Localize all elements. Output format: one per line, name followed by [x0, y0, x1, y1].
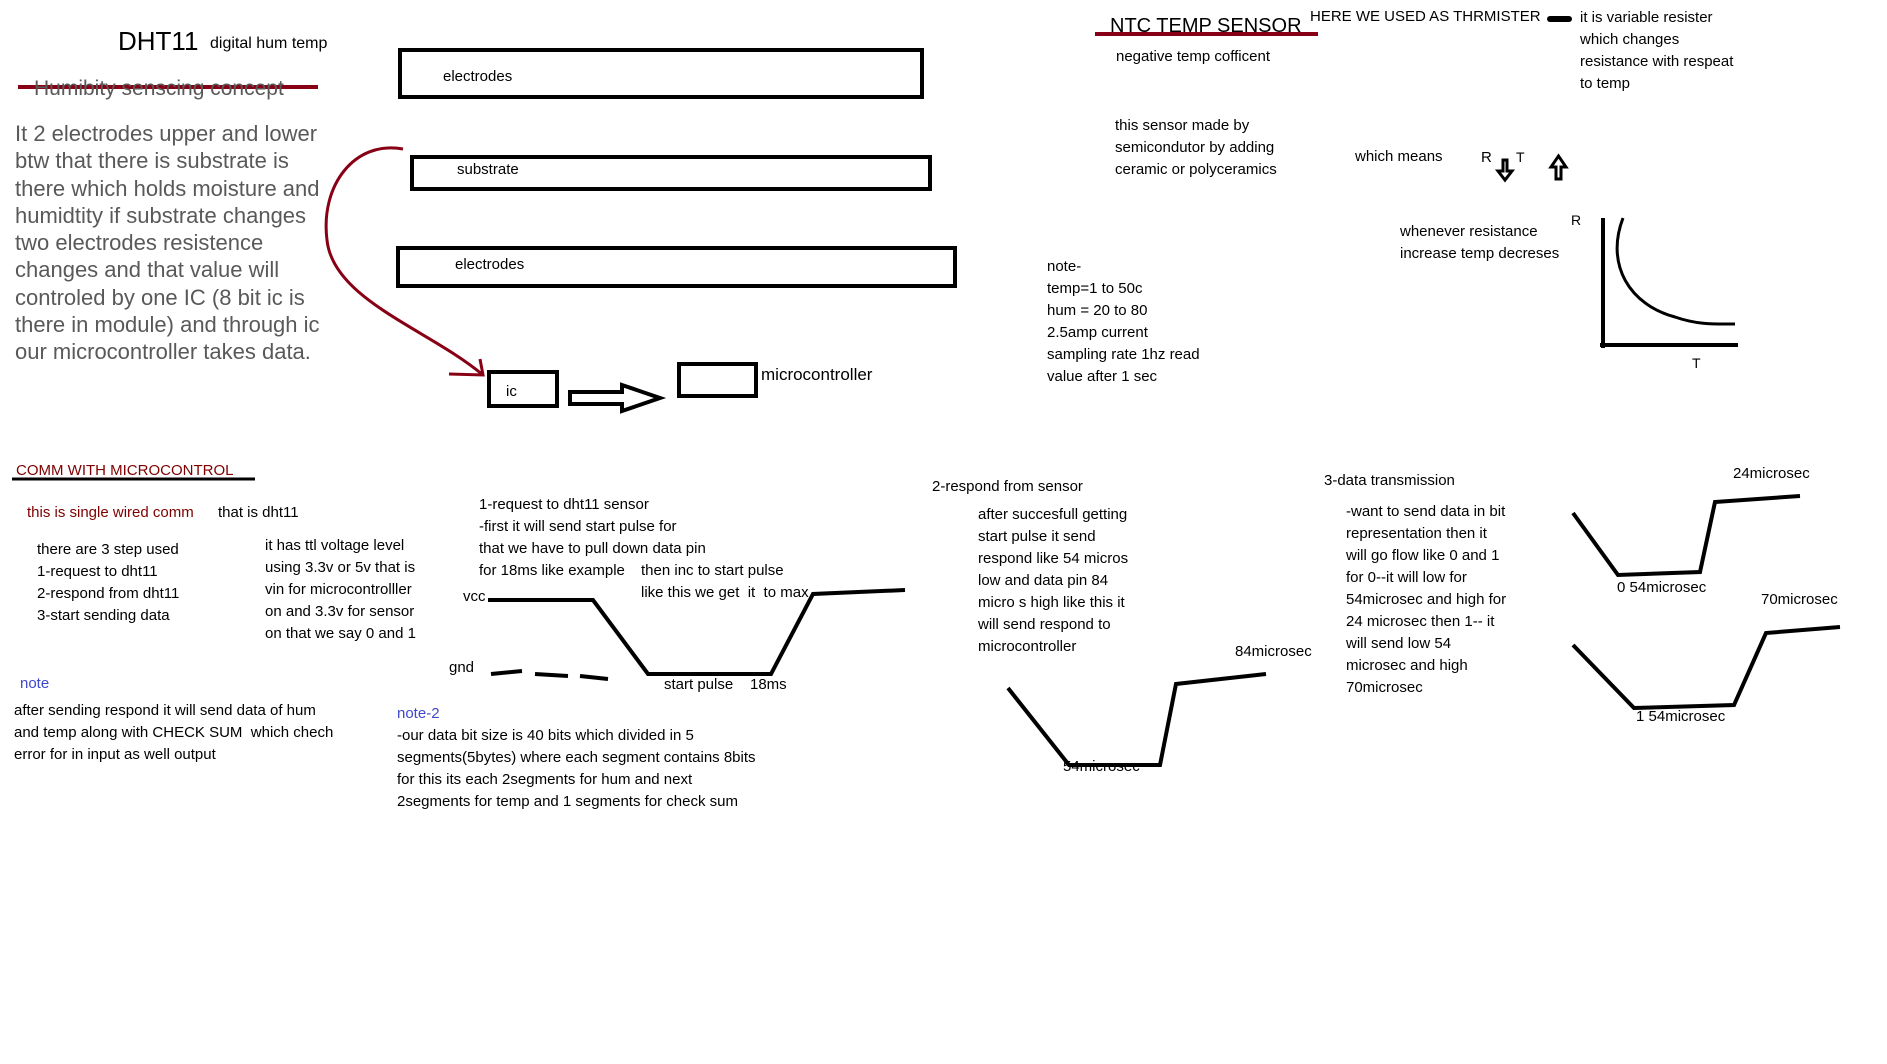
rt-graph-y-label: R: [1571, 212, 1582, 228]
respond-high-label: 84microsec: [1235, 643, 1312, 660]
start-pulse-label: start pulse: [664, 676, 734, 693]
gnd-dash-3: [579, 674, 609, 681]
single-wire-lead: this is single wired comm: [27, 504, 194, 521]
bit-zero-high-label: 24microsec: [1733, 465, 1810, 482]
bit-zero-low-label: 0 54microsec: [1617, 579, 1707, 596]
ntc-used-as: HERE WE USED AS THRMISTER: [1310, 8, 1541, 25]
note2-text: -our data bit size is 40 bits which divi…: [397, 727, 756, 810]
vcc-label: vcc: [463, 588, 486, 605]
page-title: DHT11: [118, 26, 199, 56]
temp-up-arrow: [1548, 153, 1569, 181]
ntc-relation: whenever resistance increase temp decres…: [1400, 223, 1560, 262]
rt-graph-x-label: T: [1692, 355, 1701, 371]
ntc-made-by: this sensor made by semicondutor by addi…: [1115, 117, 1277, 178]
gnd-dash-1: [490, 669, 523, 676]
ntc-r-symbol: R: [1481, 149, 1492, 166]
substrate-box: [410, 155, 932, 191]
note-text: after sending respond it will send data …: [14, 702, 334, 763]
gnd-dash-2: [534, 672, 569, 678]
ic-label: ic: [506, 383, 517, 400]
ntc-t-symbol: T: [1516, 149, 1525, 165]
ic-box: [487, 370, 559, 408]
request-text: 1-request to dht11 sensor -first it will…: [479, 496, 706, 579]
substrate-to-ic-red-arrow: [324, 146, 484, 377]
resistance-down-arrow: [1494, 158, 1516, 183]
bit-one-low-label: 1 54microsec: [1636, 708, 1726, 725]
humidity-heading: Humibity senscing concept: [34, 77, 284, 100]
red-arrowhead: [448, 358, 485, 377]
page-subtitle: digital hum temp: [210, 35, 328, 52]
ic-to-mcu-arrow: [568, 382, 667, 414]
bit-zero-waveform: [1571, 494, 1801, 578]
microcontroller-box: [677, 362, 758, 398]
microcontroller-label: microcontroller: [761, 365, 873, 384]
note-label: note: [20, 675, 50, 692]
bit-one-high-label: 70microsec: [1761, 591, 1838, 608]
transmission-text: -want to send data in bit representation…: [1346, 503, 1507, 696]
request-tail: then inc to start pulse like this we get…: [641, 562, 809, 601]
comm-heading: COMM WITH MICROCONTROL: [16, 462, 234, 479]
respond-waveform: [1006, 672, 1267, 767]
note2-label: note-2: [397, 705, 440, 722]
start-pulse-waveform: [488, 588, 906, 676]
humidity-explanation: It 2 electrodes upper and lower btw that…: [15, 121, 320, 365]
gnd-label: gnd: [449, 659, 475, 676]
comm-steps: there are 3 step used 1-request to dht11…: [37, 541, 180, 624]
respond-low-label: 54microsec: [1063, 758, 1140, 775]
specs-note: note- temp=1 to 50c hum = 20 to 80 2.5am…: [1047, 258, 1200, 385]
start-pulse-time: 18ms: [750, 676, 787, 693]
substrate-label: substrate: [457, 161, 519, 178]
electrodes-top-box: [398, 48, 924, 99]
ttl-voltage-text: it has ttl voltage level using 3.3v or 5…: [265, 537, 416, 642]
ntc-coefficient: negative temp cofficent: [1116, 48, 1270, 65]
bit-one-waveform: [1571, 625, 1841, 711]
rt-graph-curve: [1615, 217, 1736, 326]
electrodes-bottom-label: electrodes: [455, 256, 525, 273]
ntc-definition: it is variable resister which changes re…: [1580, 9, 1734, 92]
transmission-heading: 3-data transmission: [1324, 472, 1455, 489]
respond-text: after succesfull getting start pulse it …: [978, 506, 1129, 655]
electrodes-bottom-box: [396, 246, 957, 288]
ntc-heading: NTC TEMP SENSOR: [1110, 15, 1302, 37]
ntc-which-means: which means: [1355, 148, 1443, 165]
electrodes-top-label: electrodes: [443, 68, 513, 85]
respond-heading: 2-respond from sensor: [932, 478, 1083, 495]
single-wire-tail: that is dht11: [218, 504, 299, 521]
